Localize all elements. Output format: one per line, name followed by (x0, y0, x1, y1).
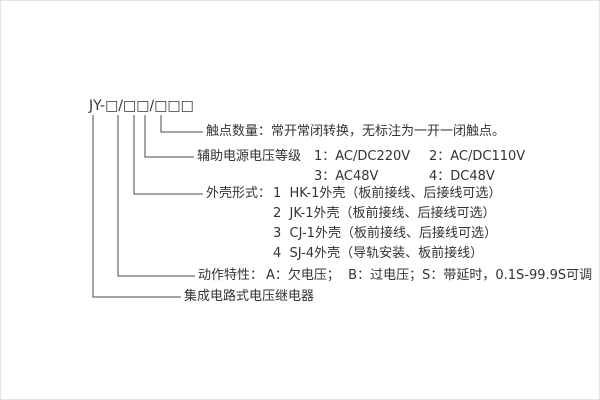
aux-voltage-option-2: 2：AC/DC110V (429, 149, 526, 164)
connector-series-name (92, 115, 181, 298)
case-type-option-4: 4 SJ-4外壳（导轨安装、板前接线） (273, 246, 484, 261)
annotation-series-name: 集成电路式电压继电器 (184, 289, 315, 304)
aux-voltage-option-3: 3：AC48V (314, 169, 379, 184)
aux-voltage-option-4: 4：DC48V (429, 169, 495, 184)
annotation-action-label: 动作特性： (198, 268, 264, 283)
annotation-contact-count: 触点数量：常开常闭转换，无标注为一开一闭触点。 (206, 124, 506, 139)
connector-aux-voltage (144, 115, 194, 158)
case-type-option-2: 2 JK-1外壳（板前接线、后接线可选） (273, 206, 496, 221)
connector-contact-count (160, 115, 203, 133)
case-type-option-3: 3 CJ-1外壳（板前接线、后接线可选） (273, 226, 497, 241)
case-type-option-1: 1 HK-1外壳（板前接线、后接线可选） (273, 186, 502, 201)
annotation-aux-voltage-label: 辅助电源电压等级 (197, 149, 302, 164)
connector-case-type (133, 115, 203, 195)
model-code: JY-□/□□/□□□ (89, 98, 194, 114)
annotation-action-row: 动作特性：A：欠电压； B：过电压；S：带延时，0.1S-99.9S可调 (198, 268, 592, 284)
connector-action (117, 115, 195, 277)
aux-voltage-option-1: 1：AC/DC220V (314, 149, 411, 164)
annotation-action-text: A：欠电压； B：过电压；S：带延时，0.1S-99.9S可调 (266, 268, 593, 283)
annotation-case-type-label: 外壳形式： (206, 186, 272, 201)
